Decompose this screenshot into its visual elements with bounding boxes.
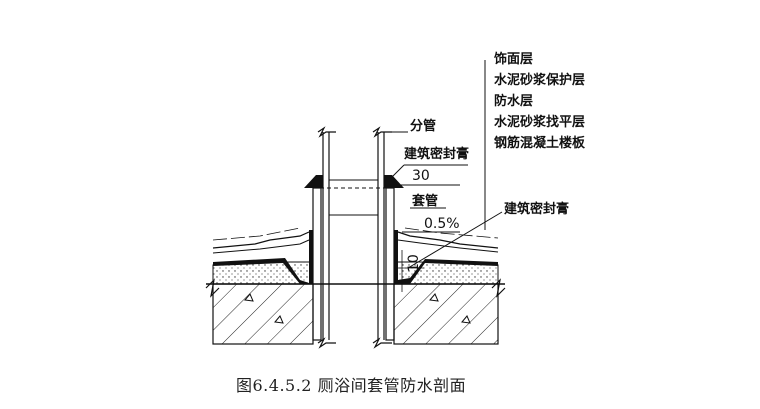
branch-pipe	[317, 126, 392, 349]
layer-list: 饰面层 水泥砂浆保护层 防水层 水泥砂浆找平层 钢筋混凝土楼板	[494, 51, 586, 151]
concrete-slab	[205, 278, 506, 345]
figure-caption: 图6.4.5.2 厕浴间套管防水剖面	[236, 376, 467, 395]
slope-label: 0.5%	[424, 216, 460, 232]
sealant-right-label: 建筑密封膏	[504, 201, 569, 217]
sleeve-label: 套管	[411, 193, 438, 209]
layer-label: 饰面层	[494, 51, 533, 67]
sealant-caps	[304, 175, 404, 188]
finish-layers	[212, 227, 499, 254]
dimension-30: 30	[412, 168, 430, 184]
leader-lines	[384, 60, 503, 292]
mortar-leveling-layer	[212, 261, 499, 285]
branch-pipe-label: 分管	[410, 118, 436, 134]
sealant-top-label: 建筑密封膏	[404, 146, 469, 162]
layer-label: 防水层	[494, 93, 533, 109]
sleeve-pipe	[312, 187, 395, 341]
layer-label: 水泥砂浆保护层	[494, 72, 585, 88]
layer-label: 钢筋混凝土楼板	[494, 135, 586, 151]
layer-label: 水泥砂浆找平层	[494, 114, 585, 130]
dimension-10: 10	[406, 254, 422, 272]
